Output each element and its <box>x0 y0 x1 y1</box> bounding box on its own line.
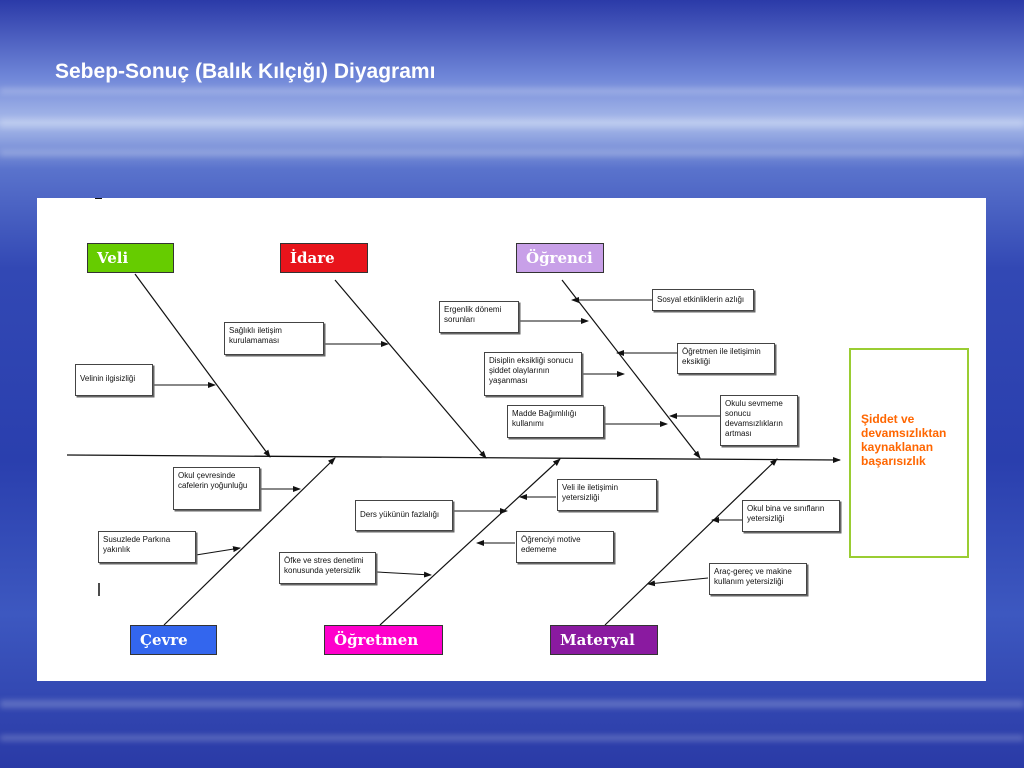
cause-idare-2: Disiplin eksikliği sonucu şiddet olaylar… <box>484 352 582 396</box>
cause-ogrenci-4: Okulu sevmeme sonucu devamsızlıkların ar… <box>720 395 798 446</box>
cause-ogretmen-2: Veli ile iletişimin yetersizliği <box>557 479 657 511</box>
category-veli: Veli <box>87 243 174 273</box>
bone-materyal <box>604 458 778 626</box>
category-cevre: Çevre <box>130 625 217 655</box>
fishbone-diagram: Veli İdare Öğrenci Çevre Öğretmen Matery… <box>37 198 986 681</box>
spine-line <box>66 454 841 463</box>
cause-ogrenci-3: Öğretmen ile iletişimin eksikliği <box>677 343 775 374</box>
category-ogretmen: Öğretmen <box>324 625 443 655</box>
cause-idare-1: Sağlıklı iletişim kurulamaması <box>224 322 324 355</box>
diagram-lines <box>66 198 841 626</box>
cause-cevre-1: Okul çevresinde cafelerin yoğunluğu <box>173 467 260 510</box>
cause-ogretmen-1: Ders yükünün fazlalığı <box>355 500 453 531</box>
category-idare: İdare <box>280 243 368 273</box>
cause-ogretmen-4: Öfke ve stres denetimi konusunda yetersi… <box>279 552 376 584</box>
bone-cevre <box>163 457 336 626</box>
cause-ogrenci-1: Ergenlik dönemi sorunları <box>439 301 519 333</box>
slide-title: Sebep-Sonuç (Balık Kılçığı) Diyagramı <box>55 60 436 83</box>
cause-materyal-2: Araç-gereç ve makine kullanım yetersizli… <box>709 563 807 595</box>
effect-box: Şiddet ve devamsızlıktan kaynaklanan baş… <box>849 348 969 558</box>
cause-cevre-2: Susuzlede Parkına yakınlık <box>98 531 196 563</box>
cause-ogrenci-2: Sosyal etkinliklerin azlığı <box>652 289 754 311</box>
cause-veli-1: Velinin ilgisizliği <box>75 364 153 396</box>
effect-text: Şiddet ve devamsızlıktan kaynaklanan baş… <box>861 412 947 468</box>
bone-ogrenci <box>561 279 701 459</box>
category-ogrenci: Öğrenci <box>516 243 604 273</box>
bone-idare <box>334 279 487 459</box>
category-materyal: Materyal <box>550 625 658 655</box>
bone-ogretmen <box>379 458 561 626</box>
cause-materyal-1: Okul bina ve sınıfların yetersizliği <box>742 500 840 532</box>
bone-veli <box>134 273 271 458</box>
cause-ogretmen-3: Öğrenciyi motive edememe <box>516 531 614 563</box>
cause-idare-3: Madde Bağımlılığı kullanımı <box>507 405 604 438</box>
